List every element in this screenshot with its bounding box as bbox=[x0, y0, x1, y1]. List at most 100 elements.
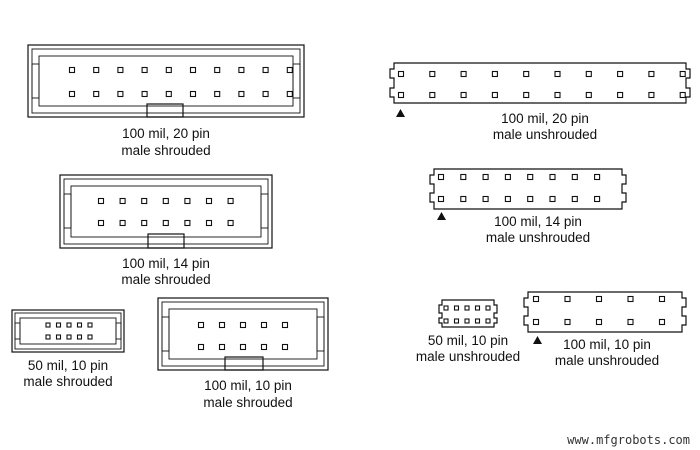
pin bbox=[429, 70, 436, 78]
pin bbox=[184, 197, 191, 205]
pin bbox=[117, 66, 124, 74]
label-line2: male unshrouded bbox=[555, 353, 659, 368]
watermark: www.mfgrobots.com bbox=[567, 433, 690, 447]
pin bbox=[571, 173, 578, 181]
pin bbox=[564, 295, 571, 303]
pin bbox=[549, 173, 556, 181]
pin bbox=[197, 321, 205, 329]
pin bbox=[532, 318, 540, 326]
pin1-marker bbox=[533, 336, 542, 344]
pin bbox=[554, 70, 561, 78]
pin bbox=[627, 295, 634, 303]
connector-100mil-14pin-shrouded: 100 mil, 14 pin male shrouded bbox=[59, 174, 273, 287]
label-line2: male unshrouded bbox=[416, 349, 520, 364]
pin bbox=[491, 91, 498, 99]
pin bbox=[119, 197, 126, 205]
connector-50mil-10pin-unshrouded: 50 mil, 10 pin male unshrouded bbox=[416, 299, 520, 364]
pin bbox=[594, 195, 601, 203]
pin bbox=[443, 305, 449, 311]
pin bbox=[485, 318, 491, 324]
pin-array bbox=[45, 322, 93, 340]
pin bbox=[260, 321, 268, 329]
pin bbox=[119, 219, 126, 227]
pin bbox=[474, 318, 481, 324]
label-line1: 100 mil, 10 pin bbox=[204, 378, 292, 393]
pin bbox=[238, 66, 245, 74]
pin bbox=[189, 66, 197, 74]
pin bbox=[189, 90, 197, 98]
pin bbox=[281, 321, 289, 329]
pin bbox=[453, 318, 460, 324]
pin bbox=[45, 322, 51, 328]
connector-100mil-10pin-shrouded: 100 mil, 10 pin male shrouded bbox=[157, 297, 329, 410]
pin bbox=[485, 305, 491, 311]
pin-array bbox=[437, 173, 601, 203]
pin bbox=[76, 334, 83, 340]
pin bbox=[504, 195, 511, 203]
pin bbox=[162, 197, 169, 205]
pin bbox=[429, 91, 436, 99]
pin bbox=[460, 91, 467, 99]
label-line1: 100 mil, 20 pin bbox=[122, 126, 210, 141]
pin bbox=[523, 91, 530, 99]
label-line1: 100 mil, 14 pin bbox=[122, 256, 210, 271]
pin-array bbox=[532, 295, 666, 326]
pin bbox=[260, 343, 268, 351]
pin bbox=[504, 173, 511, 181]
pin bbox=[594, 173, 601, 181]
pin bbox=[227, 219, 234, 227]
pin bbox=[460, 70, 467, 78]
pin bbox=[658, 318, 666, 326]
pin bbox=[585, 70, 592, 78]
pin bbox=[595, 318, 603, 326]
pin bbox=[117, 90, 124, 98]
pin bbox=[66, 334, 72, 340]
pin bbox=[627, 318, 634, 326]
pin bbox=[549, 195, 556, 203]
pin bbox=[76, 322, 83, 328]
pin bbox=[262, 90, 269, 98]
connector-100mil-20pin-unshrouded: 100 mil, 20 pin male unshrouded bbox=[389, 62, 691, 142]
pin bbox=[214, 66, 221, 74]
pin bbox=[87, 322, 93, 328]
label-line2: male shrouded bbox=[23, 374, 112, 389]
pin bbox=[679, 70, 686, 78]
pin bbox=[205, 197, 213, 205]
pin bbox=[141, 197, 148, 205]
pin bbox=[55, 322, 62, 328]
pin bbox=[617, 70, 624, 78]
pin bbox=[648, 91, 655, 99]
pin bbox=[238, 90, 245, 98]
pin bbox=[286, 90, 293, 98]
pin bbox=[227, 197, 234, 205]
pin bbox=[437, 195, 445, 203]
pin bbox=[460, 173, 467, 181]
pin bbox=[397, 70, 405, 78]
pin bbox=[97, 197, 105, 205]
pin bbox=[45, 334, 51, 340]
pin bbox=[97, 219, 105, 227]
pin-array bbox=[97, 197, 234, 227]
pin bbox=[443, 318, 449, 324]
pin bbox=[554, 91, 561, 99]
pin bbox=[460, 195, 467, 203]
pin bbox=[93, 66, 100, 74]
pin bbox=[214, 90, 221, 98]
pin bbox=[527, 195, 534, 203]
connector-100mil-10pin-unshrouded: 100 mil, 10 pin male unshrouded bbox=[523, 291, 687, 368]
pin bbox=[564, 318, 571, 326]
pin bbox=[474, 305, 481, 311]
pin bbox=[55, 334, 62, 340]
pin bbox=[165, 90, 172, 98]
pin bbox=[218, 321, 226, 329]
connector-50mil-10pin-shrouded: 50 mil, 10 pin male shrouded bbox=[11, 309, 125, 389]
pin bbox=[162, 219, 169, 227]
pin bbox=[281, 343, 289, 351]
pin bbox=[464, 305, 470, 311]
label-line1: 100 mil, 20 pin bbox=[501, 111, 589, 126]
pin bbox=[617, 91, 624, 99]
pin bbox=[197, 343, 205, 351]
label-line2: male shrouded bbox=[121, 272, 210, 287]
pin bbox=[141, 66, 148, 74]
